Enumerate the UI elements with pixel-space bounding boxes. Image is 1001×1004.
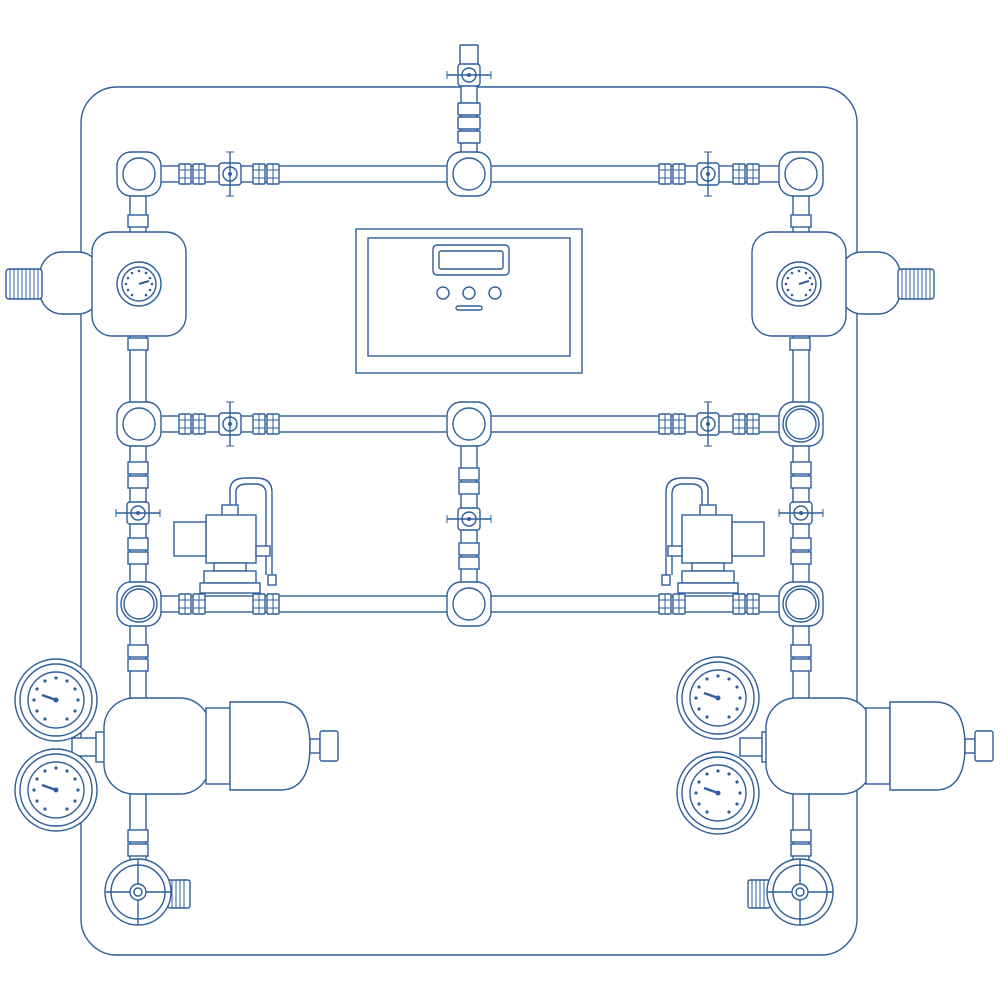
tee-top-center <box>446 151 492 197</box>
regulator-left <box>5 231 187 351</box>
elbow-bottom-right <box>778 581 824 627</box>
elbow-top-right <box>778 151 824 197</box>
tee-middle-center <box>446 401 492 447</box>
pressure-gauge-left-upper <box>13 657 99 743</box>
left-vertical-valve-group <box>115 461 161 565</box>
cylinder-handwheel-right <box>747 858 834 926</box>
cylinder-regulator-right <box>675 655 994 836</box>
solenoid-valve-left <box>173 477 277 594</box>
elbow-top-left <box>116 151 162 197</box>
pressure-gauge-right-upper <box>675 655 761 741</box>
controller-box <box>355 228 583 374</box>
elbow-middle-right <box>778 401 824 447</box>
pressure-gauge-left-lower <box>13 747 99 833</box>
cylinder-regulator-left <box>13 657 339 833</box>
elbow-bottom-left <box>116 581 162 627</box>
top-inlet <box>446 44 492 144</box>
controller-button-1 <box>436 286 450 300</box>
right-vertical-valve-group <box>778 461 824 565</box>
controller-button-2 <box>462 286 476 300</box>
elbow-middle-left <box>116 401 162 447</box>
controller-button-3 <box>488 286 502 300</box>
tee-bottom-center <box>446 581 492 627</box>
regulator-right <box>751 231 935 351</box>
pressure-gauge-right-lower <box>675 750 761 836</box>
solenoid-valve-right <box>661 477 765 594</box>
center-vertical-valve-group <box>446 467 492 570</box>
cylinder-handwheel-left <box>104 858 191 926</box>
